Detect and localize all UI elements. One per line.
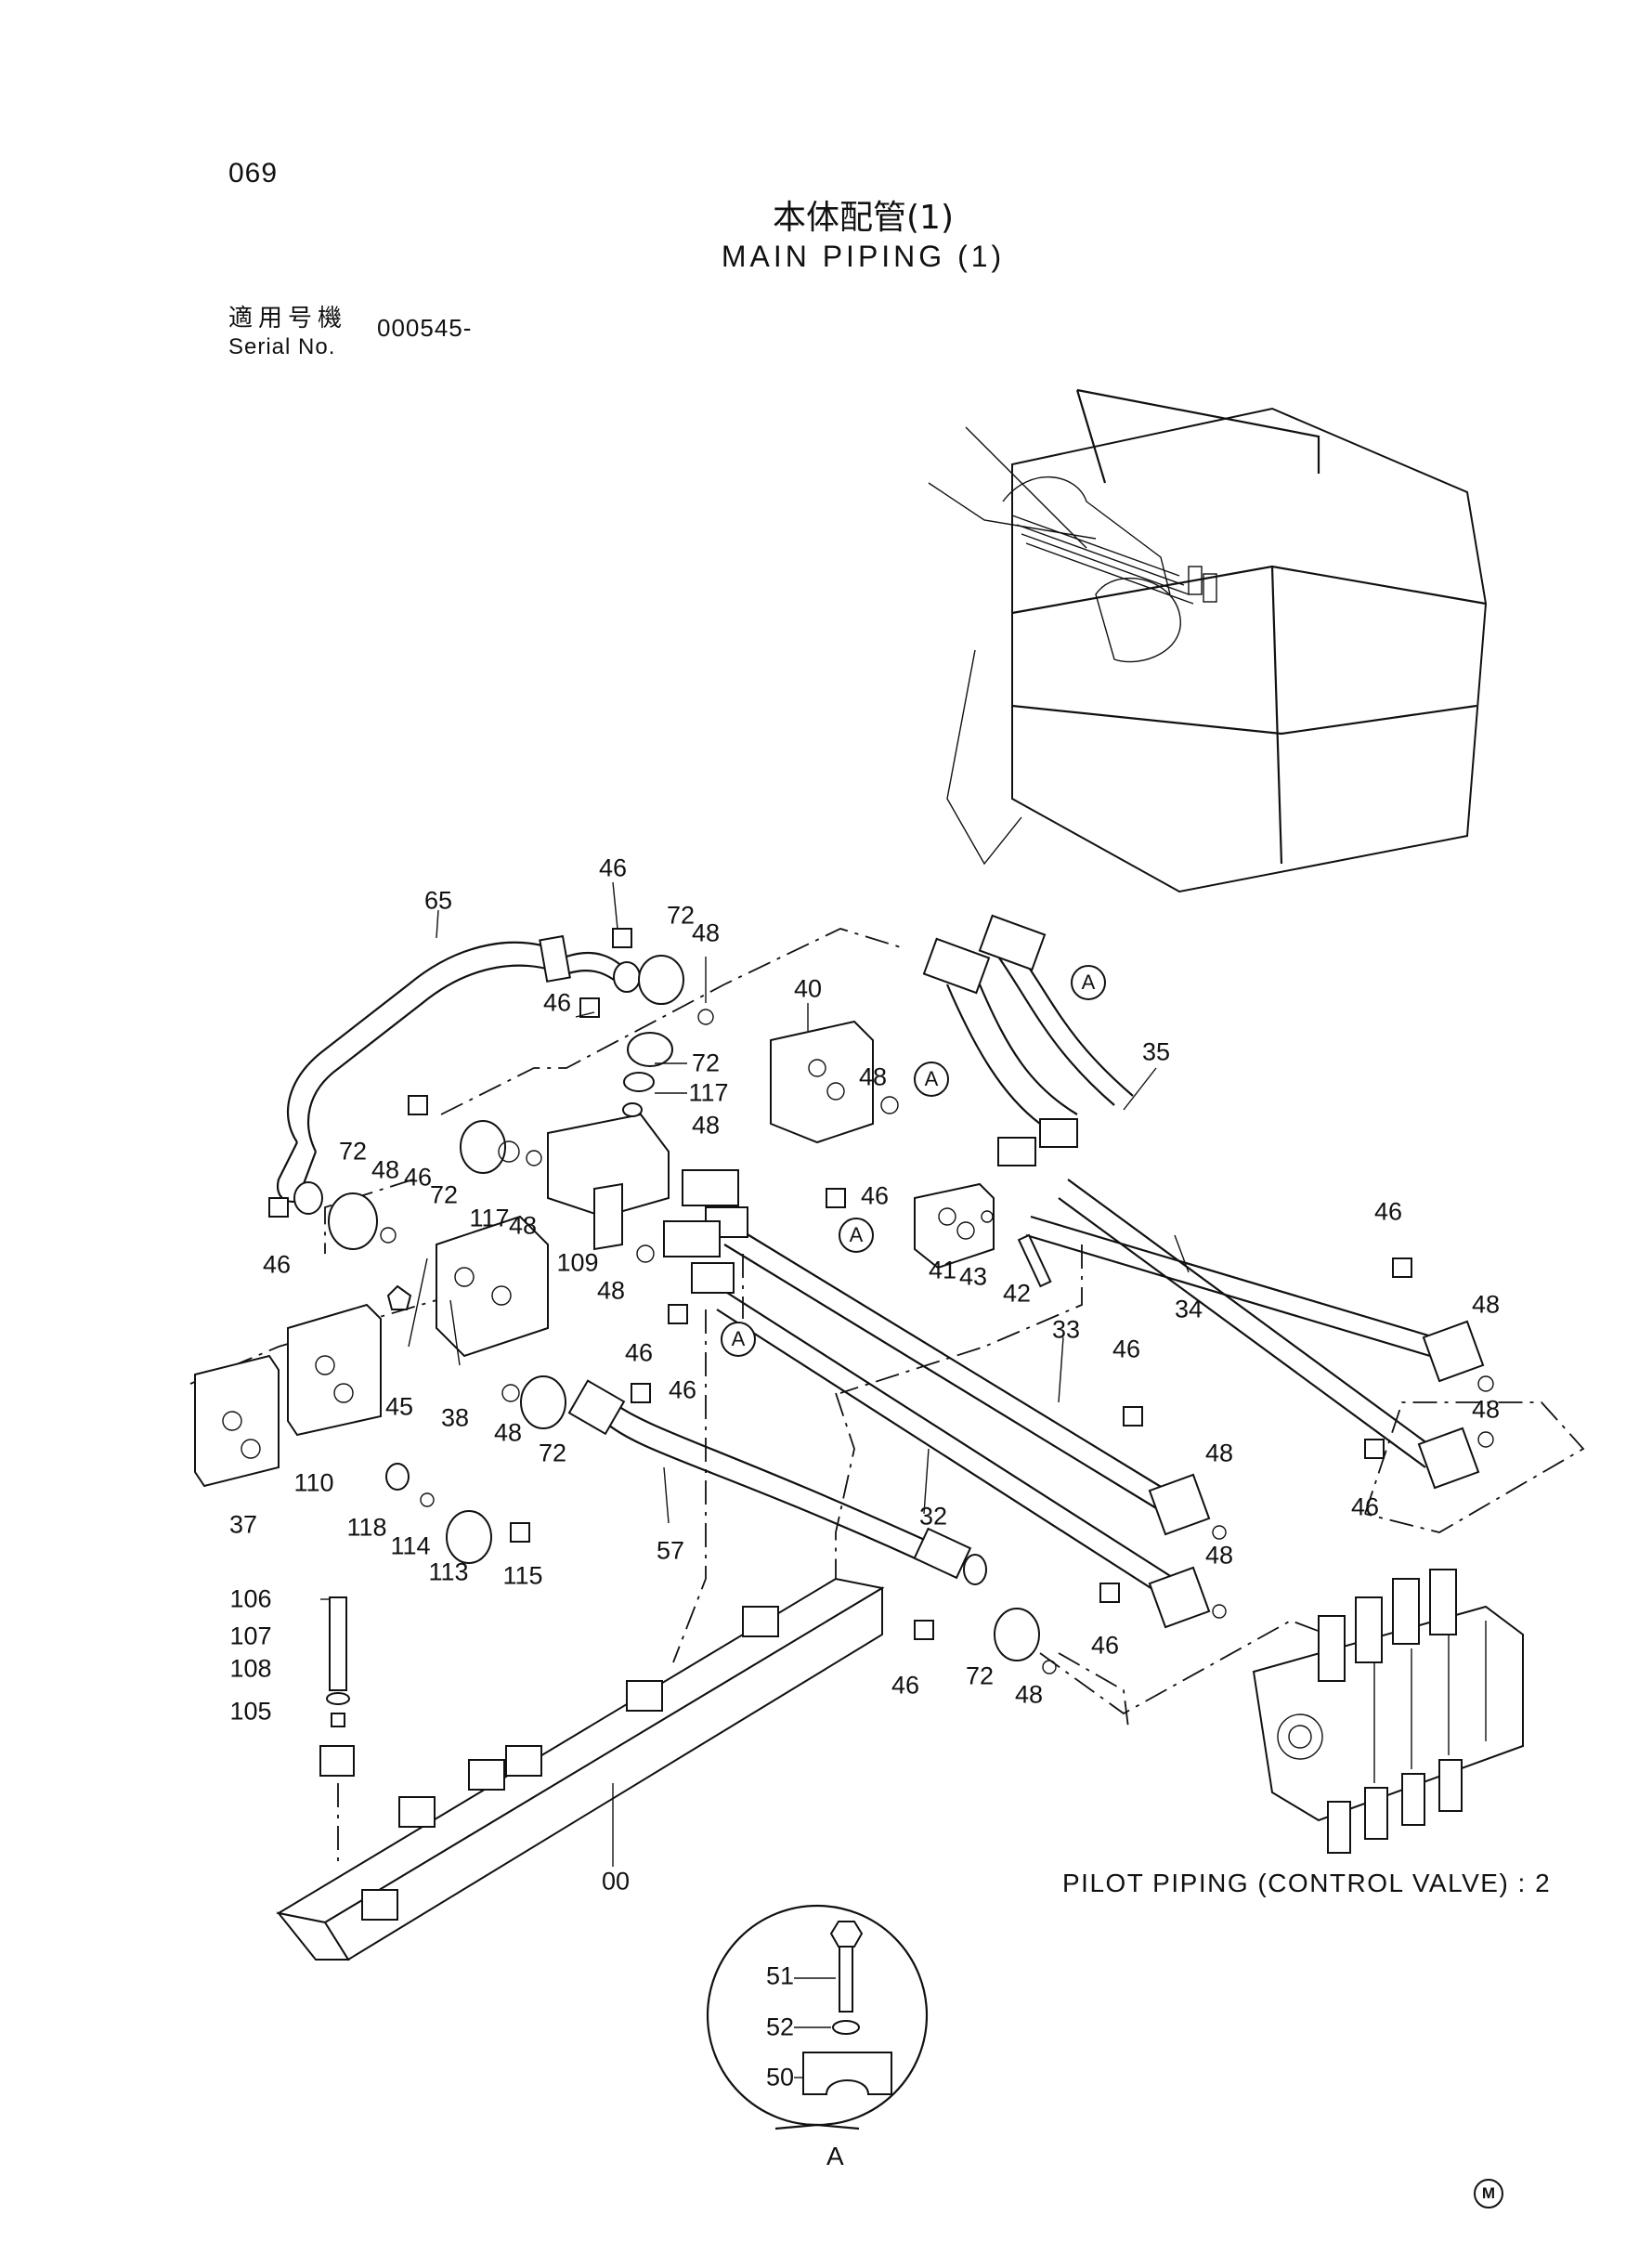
callout-114: 114 (390, 1531, 431, 1560)
callout-40: 40 (793, 974, 823, 1003)
machine-locator-sketch (928, 388, 1488, 893)
callout-46: 46 (262, 1250, 292, 1279)
callout-46: 46 (598, 853, 628, 882)
serial-number-value: 000545- (377, 314, 473, 342)
callout-32: 32 (918, 1502, 948, 1531)
clamp-set (663, 1118, 1078, 1294)
serial-label-japanese: 適用号機 (228, 305, 348, 332)
callout-33: 33 (1051, 1315, 1081, 1344)
callout-48: 48 (1204, 1541, 1234, 1570)
callout-37: 37 (228, 1510, 258, 1539)
callout-34: 34 (1174, 1295, 1203, 1323)
valve-blocks (194, 1020, 995, 1488)
callout-107: 107 (229, 1622, 272, 1650)
callout-48: 48 (1471, 1290, 1501, 1319)
callout-72: 72 (538, 1439, 567, 1467)
callout-105: 105 (229, 1697, 272, 1726)
callout-65: 65 (423, 886, 453, 915)
callout-109: 109 (556, 1248, 599, 1277)
callout-48: 48 (691, 919, 721, 947)
detail-view-label: A (826, 2142, 844, 2170)
callout-46: 46 (1350, 1492, 1380, 1521)
callout-72: 72 (338, 1137, 368, 1166)
view-tag-a: A (1071, 965, 1106, 1000)
callout-48: 48 (1471, 1395, 1501, 1424)
callout-46: 46 (403, 1163, 433, 1192)
corner-mark: M (1474, 2179, 1503, 2208)
callout-48: 48 (493, 1418, 523, 1447)
callout-46: 46 (1090, 1631, 1120, 1660)
fittings (268, 928, 1494, 1674)
pipe-bundle (567, 914, 1485, 1629)
page-title-japanese: 本体配管(1) (773, 199, 954, 237)
callout-43: 43 (958, 1262, 988, 1291)
detail-a-view (706, 1904, 929, 2130)
callout-48: 48 (858, 1062, 888, 1091)
callout-117: 117 (688, 1078, 729, 1107)
callout-117: 117 (469, 1204, 510, 1232)
support-beam (276, 1577, 885, 1961)
callout-72: 72 (429, 1180, 459, 1209)
view-tag-a: A (839, 1218, 874, 1253)
reference-note: PILOT PIPING (CONTROL VALVE) : 2 (1062, 1869, 1552, 1897)
callout-00: 00 (601, 1867, 631, 1896)
serial-label: Serial No. (228, 334, 336, 359)
view-tag-a: A (914, 1062, 949, 1097)
leader-lines (320, 881, 1190, 1867)
callout-48: 48 (508, 1211, 538, 1240)
view-tag-a: A (721, 1322, 756, 1357)
callout-48: 48 (596, 1276, 626, 1305)
callout-45: 45 (384, 1392, 414, 1421)
callout-51: 51 (765, 1961, 795, 1990)
callout-50: 50 (765, 2063, 795, 2091)
callout-38: 38 (440, 1403, 470, 1432)
callout-46: 46 (542, 988, 572, 1017)
hose-65 (276, 934, 641, 1215)
callout-41: 41 (928, 1256, 957, 1284)
callout-113: 113 (428, 1557, 469, 1586)
callout-57: 57 (656, 1536, 685, 1565)
control-valve (1252, 1569, 1524, 1854)
callout-46: 46 (891, 1671, 920, 1700)
callout-108: 108 (229, 1654, 272, 1683)
page-number: 069 (228, 158, 279, 189)
callout-46: 46 (624, 1338, 654, 1367)
callout-110: 110 (293, 1468, 334, 1497)
callout-52: 52 (765, 2013, 795, 2041)
callout-48: 48 (1014, 1680, 1044, 1709)
callout-115: 115 (502, 1561, 543, 1590)
callout-46: 46 (860, 1181, 890, 1210)
callout-106: 106 (229, 1584, 272, 1613)
page-title: MAIN PIPING (1) (721, 240, 1006, 273)
callout-72: 72 (691, 1049, 721, 1077)
callout-72: 72 (965, 1661, 995, 1690)
callout-118: 118 (346, 1513, 387, 1542)
callout-42: 42 (1002, 1279, 1032, 1308)
callout-46: 46 (668, 1375, 697, 1404)
callout-48: 48 (691, 1111, 721, 1140)
callout-46: 46 (1112, 1335, 1141, 1363)
callout-35: 35 (1141, 1037, 1171, 1066)
callout-46: 46 (1373, 1197, 1403, 1226)
callout-48: 48 (371, 1155, 400, 1184)
callout-72: 72 (666, 901, 696, 930)
callout-48: 48 (1204, 1439, 1234, 1467)
